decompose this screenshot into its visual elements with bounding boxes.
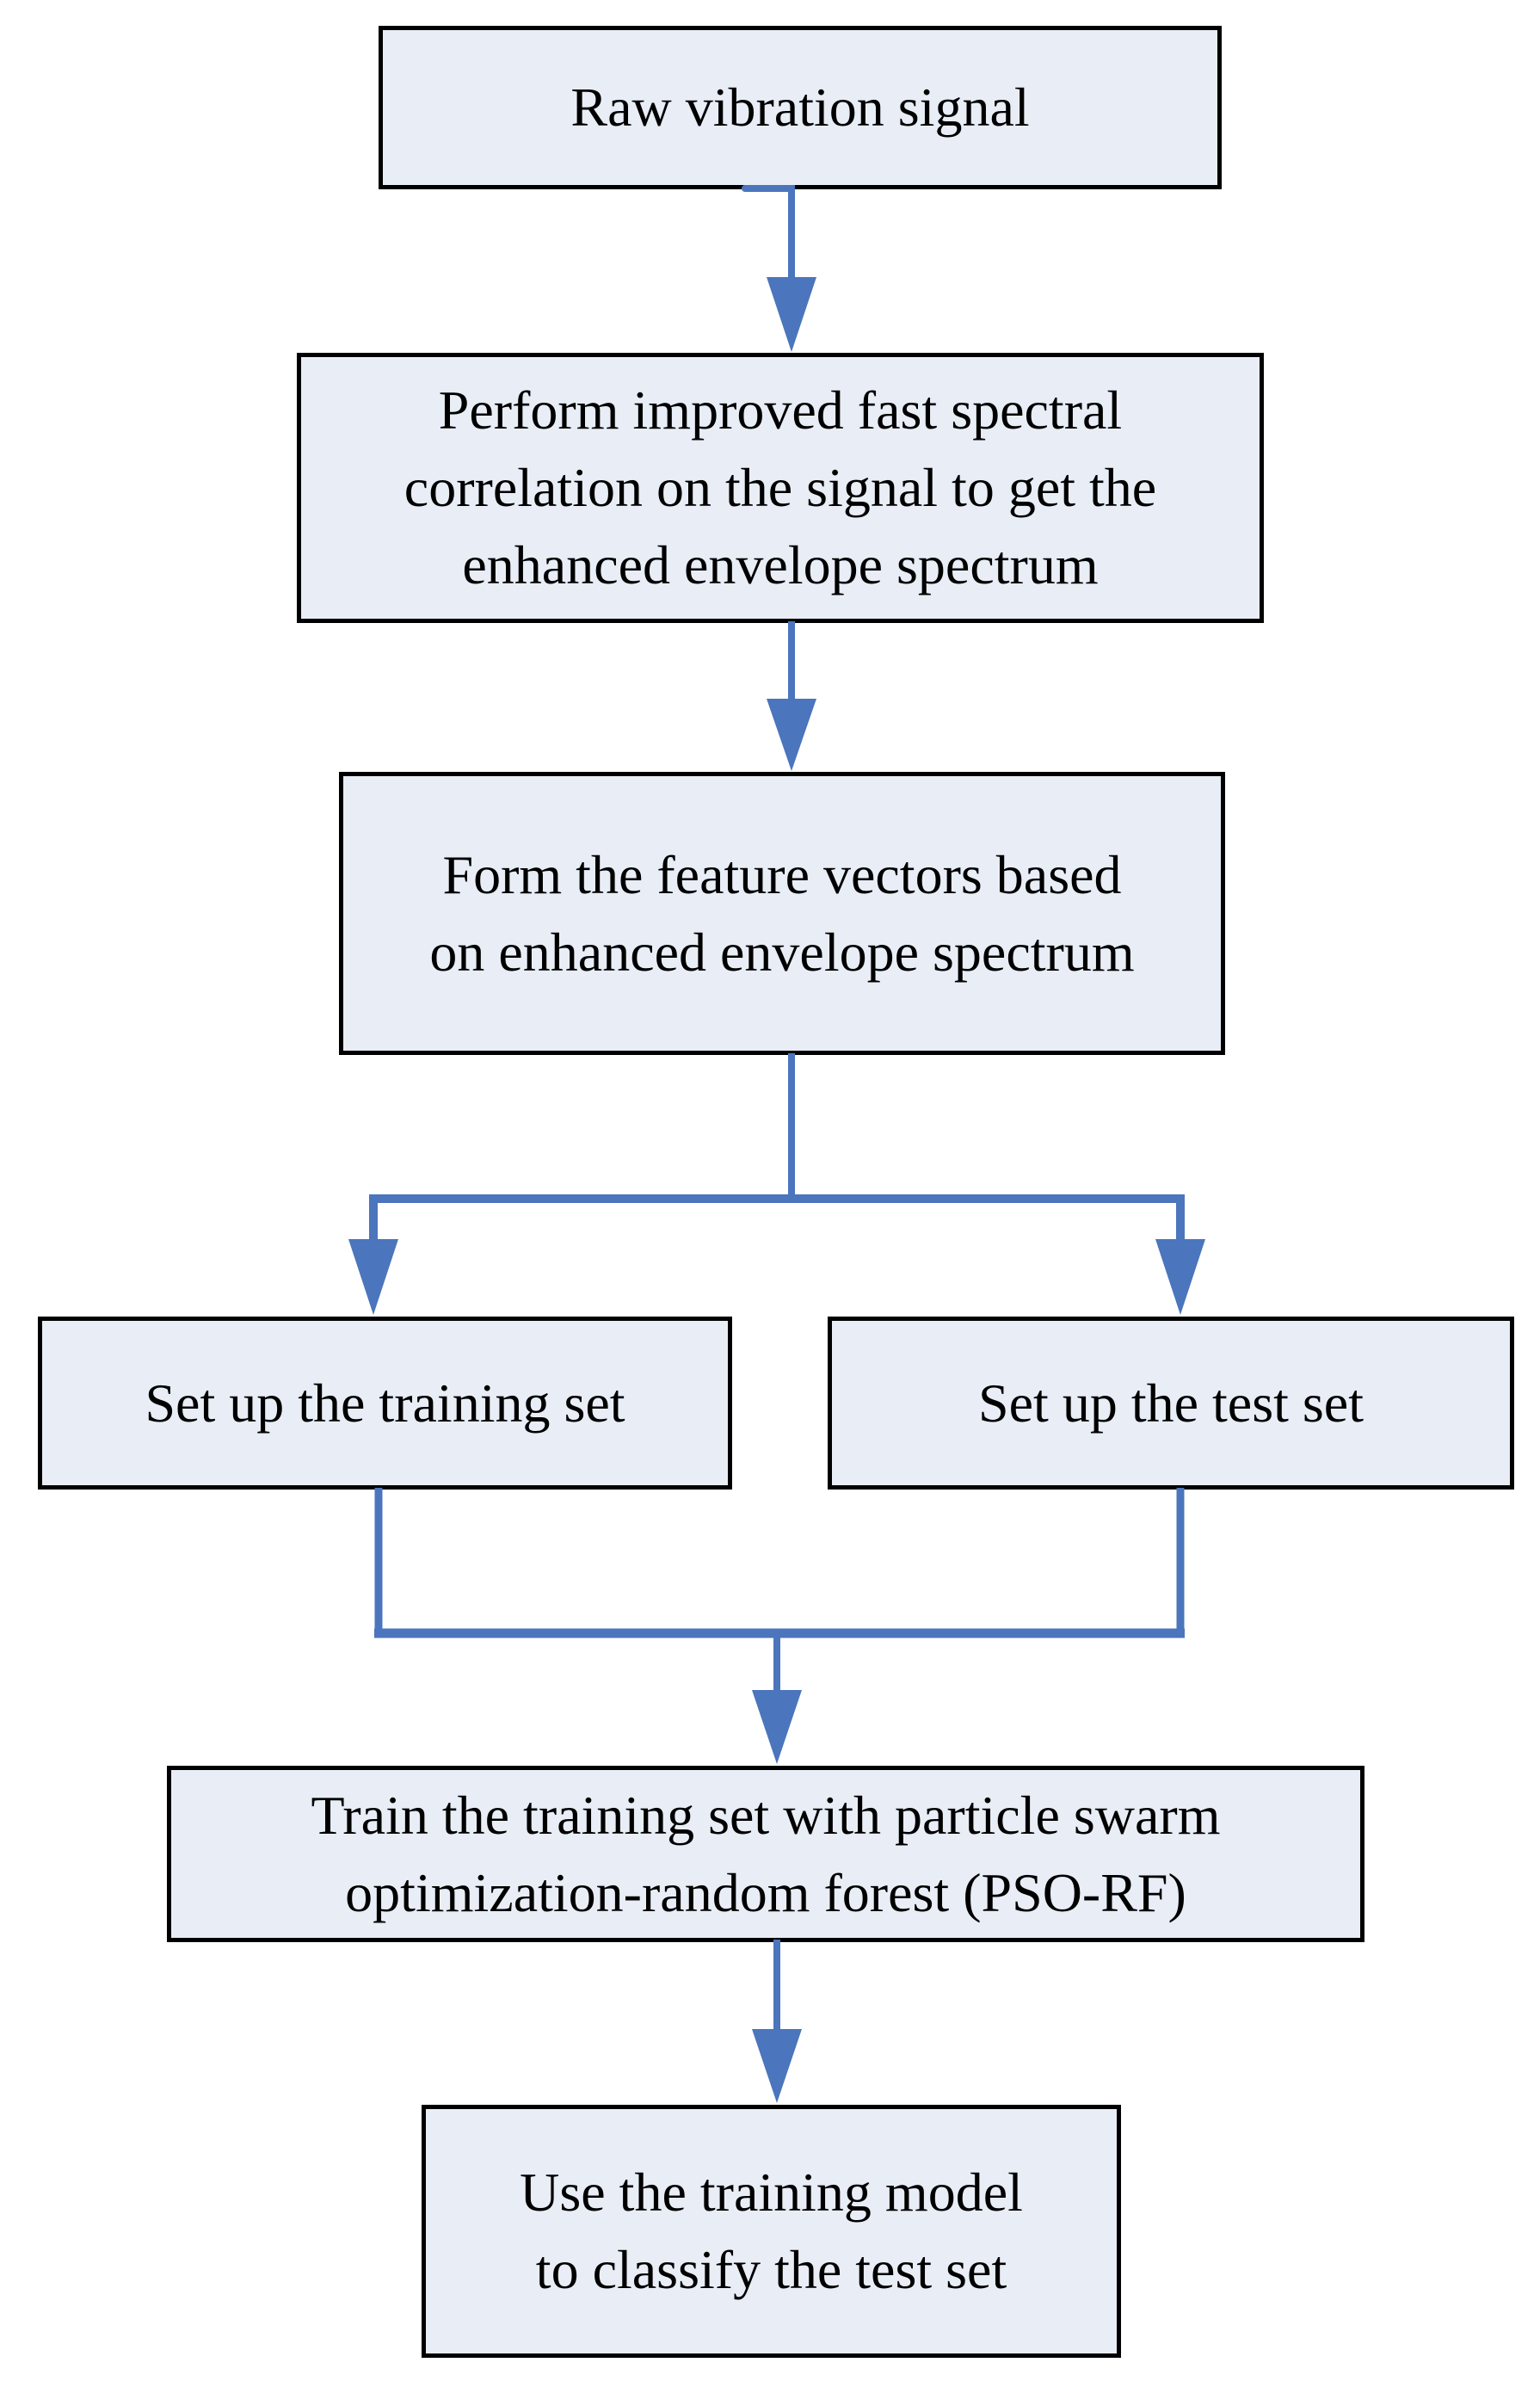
node-spectral-correlation-label: Perform improved fast spectral correlati…	[403, 379, 1157, 595]
node-training-set-label: Set up the training set	[145, 1372, 625, 1434]
arrow-raw-to-spectral	[742, 185, 816, 352]
node-test-set-label: Set up the test set	[978, 1372, 1364, 1434]
arrow-raw-to-spectral-line	[742, 185, 795, 282]
node-train-pso-rf-label: Train the training set with particle swa…	[311, 1784, 1221, 1923]
node-feature-vectors: Form the feature vectors based on enhanc…	[339, 772, 1225, 1055]
arrow-spectral-to-feature	[767, 621, 816, 771]
node-raw-vibration-signal-label: Raw vibration signal	[570, 77, 1030, 138]
node-classify-test-set-label: Use the training model to classify the t…	[520, 2162, 1023, 2300]
node-raw-vibration-signal: Raw vibration signal	[379, 26, 1222, 189]
node-test-set: Set up the test set	[828, 1317, 1514, 1490]
arrow-train-to-classify	[752, 1940, 802, 2103]
node-classify-test-set: Use the training model to classify the t…	[422, 2105, 1121, 2358]
node-feature-vectors-label: Form the feature vectors based on enhanc…	[429, 843, 1135, 983]
node-train-pso-rf: Train the training set with particle swa…	[167, 1766, 1364, 1942]
arrowhead-down-icon	[1155, 1239, 1205, 1315]
arrowhead-down-icon	[767, 277, 816, 352]
arrowhead-down-icon	[752, 1690, 802, 1764]
node-training-set: Set up the training set	[38, 1317, 732, 1490]
arrowhead-down-icon	[767, 699, 816, 771]
node-spectral-correlation: Perform improved fast spectral correlati…	[297, 353, 1264, 623]
arrowhead-down-icon	[752, 2029, 802, 2103]
arrowhead-down-icon	[348, 1239, 398, 1315]
split-branch-line	[369, 1194, 1185, 1240]
merge-training-and-test-to-train	[374, 1488, 1185, 1764]
split-feature-to-training-and-test	[348, 1053, 1205, 1315]
